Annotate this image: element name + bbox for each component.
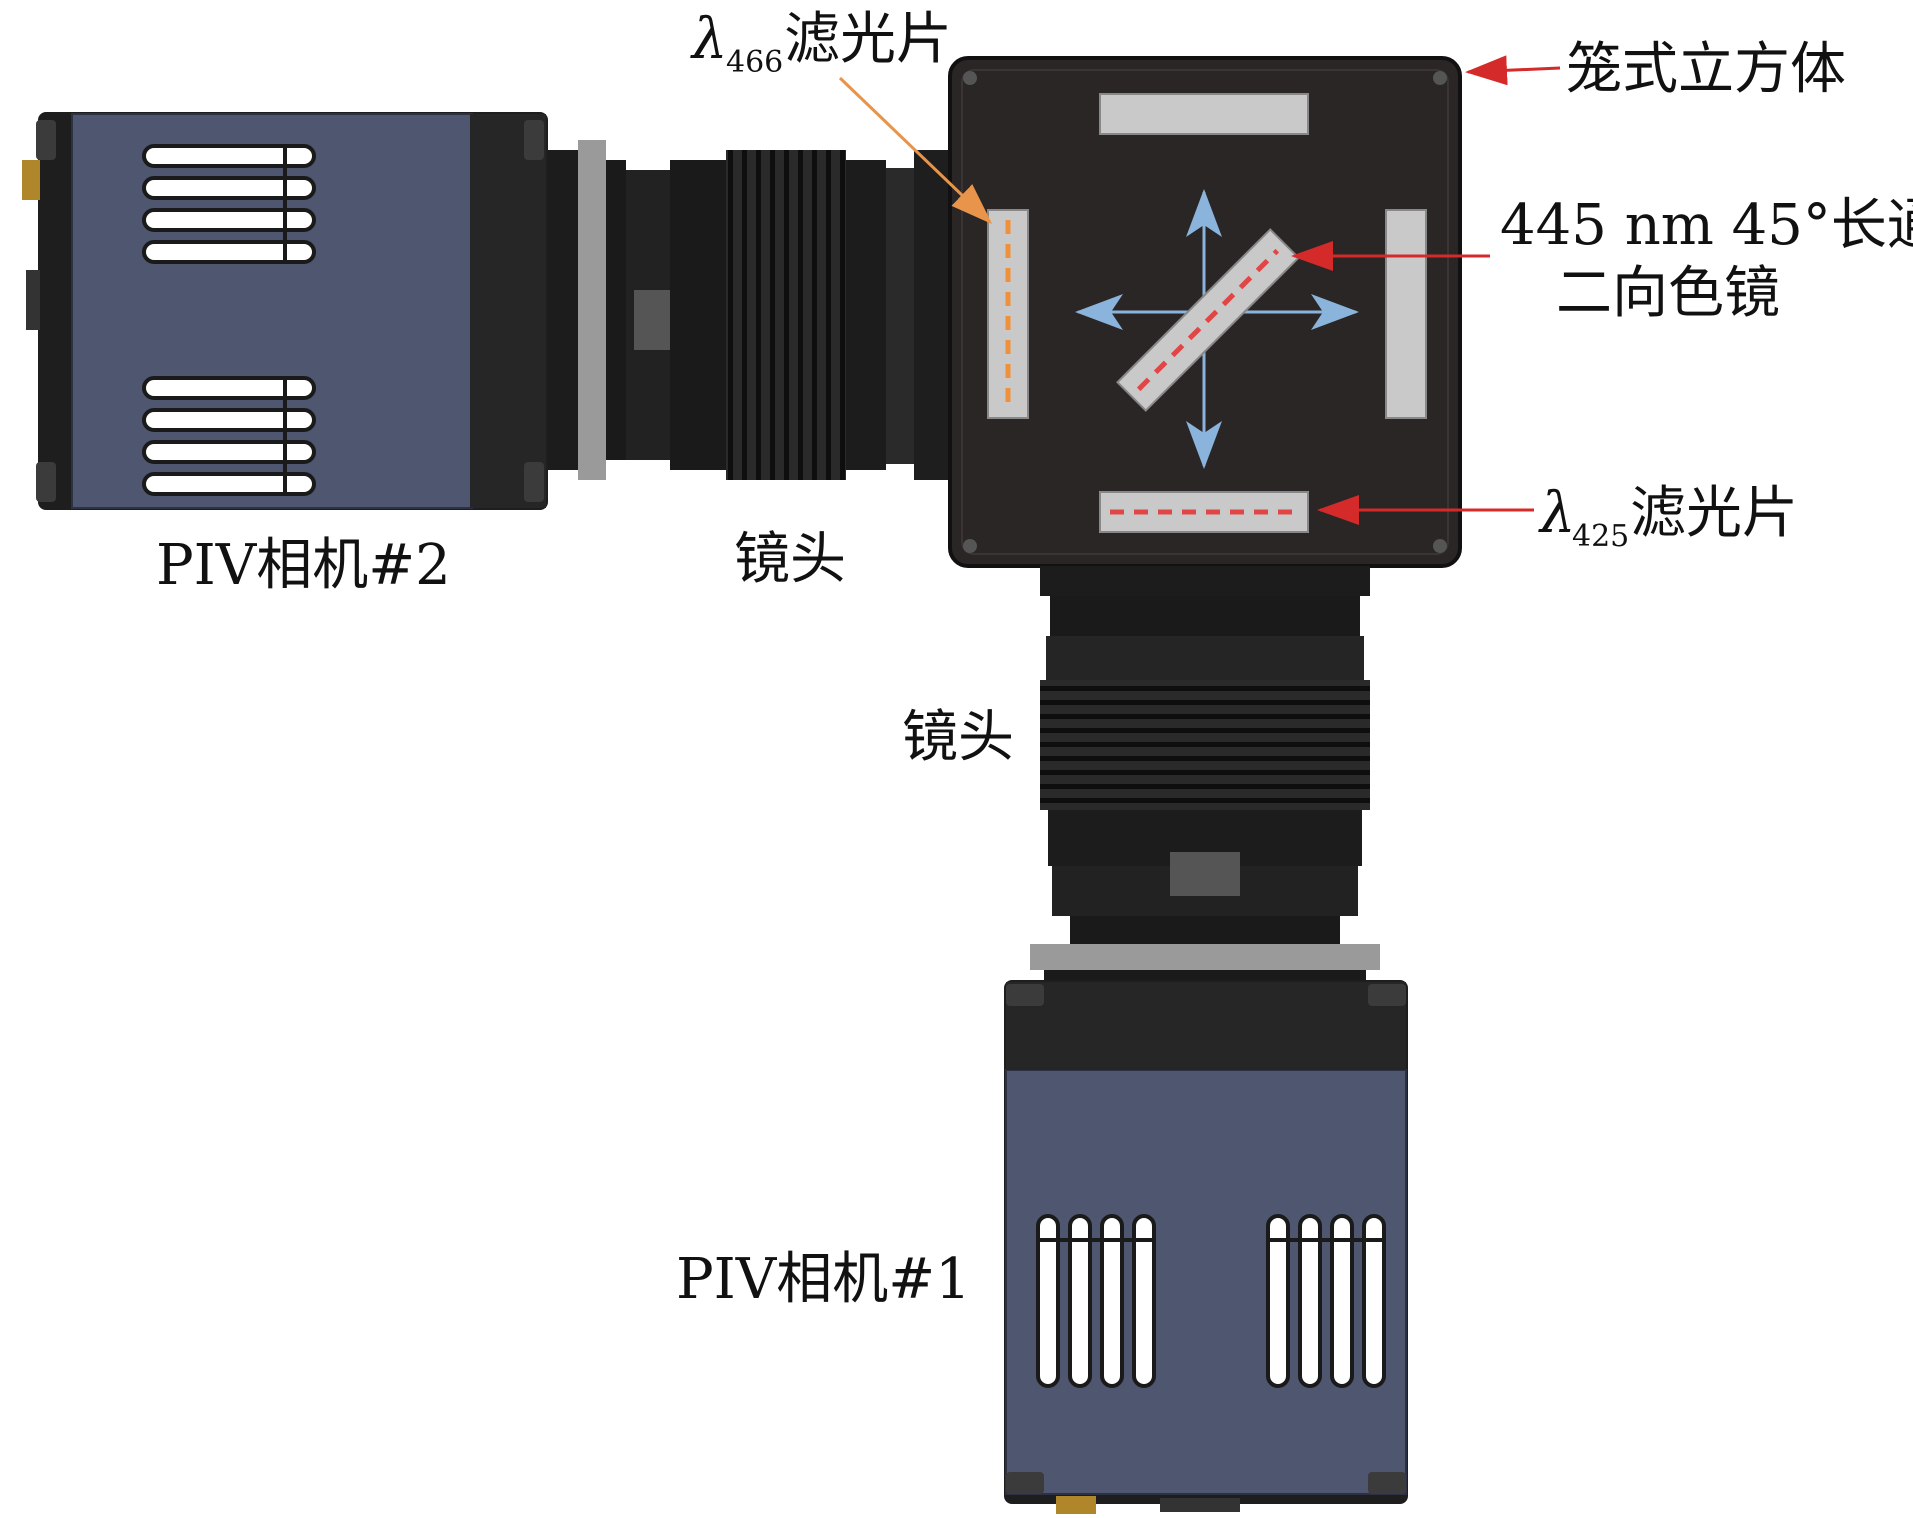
label-filter-466-subscript: 466 xyxy=(726,45,783,80)
piv-camera-1 xyxy=(1004,980,1408,1514)
label-dichroic-line2: 二向色镜 xyxy=(1556,261,1780,326)
filter-466 xyxy=(987,209,1029,419)
connector-icon xyxy=(1056,1496,1096,1514)
label-filter-466-symbol: λ xyxy=(690,7,728,72)
label-filter-425-text: 滤光片 xyxy=(1630,481,1798,546)
label-filter-425-symbol: λ xyxy=(1538,481,1576,546)
vent-slots-icon xyxy=(142,144,316,496)
label-camera-1: PIV相机#1 xyxy=(676,1247,971,1312)
focus-ring xyxy=(726,150,846,480)
filter-425 xyxy=(1099,491,1309,533)
cage-cube xyxy=(948,56,1462,568)
lens-left xyxy=(548,140,950,480)
label-filter-466-text: 滤光片 xyxy=(784,7,952,72)
lens-label-icon xyxy=(634,290,674,350)
label-camera-2: PIV相机#2 xyxy=(156,533,451,598)
label-lens-bottom: 镜头 xyxy=(902,705,1014,770)
focus-ring-bottom xyxy=(1040,680,1370,810)
label-lens-left: 镜头 xyxy=(734,527,846,592)
label-dichroic-line1: 445 nm 45°长通 xyxy=(1500,193,1913,258)
leader-lines xyxy=(838,55,1561,525)
label-filter-425-subscript: 425 xyxy=(1572,519,1629,554)
lens-bottom xyxy=(1030,566,1380,996)
filter-right xyxy=(1385,209,1427,419)
vent-slots-icon xyxy=(1036,1214,1386,1388)
lens-label-icon xyxy=(1170,852,1240,896)
piv-camera-2 xyxy=(22,112,548,510)
label-cage-cube: 笼式立方体 xyxy=(1566,37,1846,102)
connector-icon xyxy=(22,160,40,200)
dichroic-mirror xyxy=(1116,228,1300,412)
filter-top xyxy=(1099,93,1309,135)
